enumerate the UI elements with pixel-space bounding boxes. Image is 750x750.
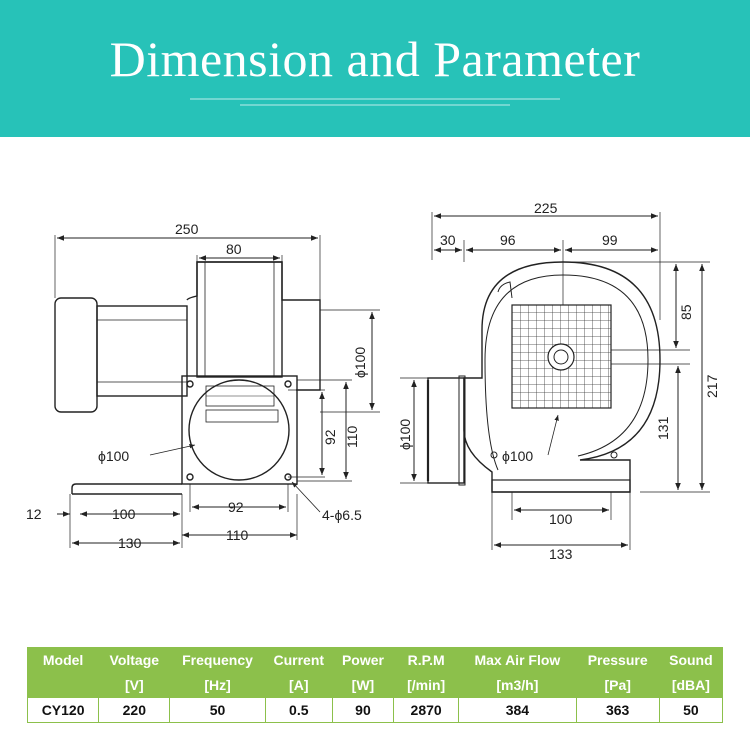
dim-foot-span: 100 — [112, 506, 136, 522]
side-view — [426, 261, 661, 493]
side-base — [491, 479, 631, 493]
inlet-flange — [181, 375, 298, 485]
dim-center-left: 96 — [500, 232, 516, 248]
col-unit: [/min] — [393, 672, 460, 698]
header-banner: Dimension and Parameter — [0, 0, 750, 137]
dim-overall-height: 217 — [704, 374, 720, 398]
table-cell: 220 — [98, 697, 171, 723]
dim-foot-offset: 12 — [26, 506, 42, 522]
table-cell: 50 — [658, 697, 724, 723]
technical-drawing: 250 80 ϕ100 110 92 ϕ100 12 100 130 92 11… — [26, 200, 720, 562]
front-view — [54, 261, 321, 495]
mount-hole — [186, 473, 194, 481]
col-header: Frequency — [169, 647, 266, 672]
base-foot — [71, 483, 182, 494]
col-unit — [26, 672, 100, 698]
dim-top-offset: 85 — [678, 304, 694, 320]
table-row: CY120 220 50 0.5 90 2870 384 363 50 — [26, 697, 724, 723]
dim-holes: 4-ϕ6.5 — [322, 507, 362, 523]
dim-flange-height-inner: 92 — [322, 429, 338, 445]
col-header: Max Air Flow — [458, 647, 577, 672]
table-cell: CY120 — [26, 697, 100, 723]
table-unit-row: [V] [Hz] [A] [W] [/min] [m3/h] [Pa] [dBA… — [26, 672, 724, 698]
col-header: Sound — [658, 647, 724, 672]
mount-hole — [284, 380, 292, 388]
dim-flange-height-outer: 110 — [344, 425, 360, 448]
page-title: Dimension and Parameter — [109, 31, 641, 87]
dim-left-offset: 30 — [440, 232, 456, 248]
dim-center-height: 131 — [655, 416, 671, 440]
dim-base-inner: 100 — [549, 511, 573, 527]
dim-foot-total: 130 — [118, 535, 142, 551]
dim-side-inlet-diameter: ϕ100 — [502, 448, 533, 464]
dim-side-width: 225 — [534, 200, 558, 216]
table-header-row: Model Voltage Frequency Current Power R.… — [26, 647, 724, 672]
dim-hole-spacing: 92 — [228, 499, 244, 515]
dim-front-width: 250 — [175, 221, 199, 237]
dim-base-outer: 133 — [549, 546, 573, 562]
col-unit: [V] — [98, 672, 171, 698]
table-cell: 2870 — [393, 697, 460, 723]
motor-body — [96, 305, 188, 397]
col-unit: [dBA] — [658, 672, 724, 698]
outlet-duct — [196, 261, 283, 378]
dim-outlet-diameter: ϕ100 — [352, 347, 368, 378]
col-unit: [m3/h] — [458, 672, 577, 698]
header-decoration-line — [190, 98, 560, 100]
header-decoration-line — [240, 104, 510, 106]
table-cell: 363 — [575, 697, 660, 723]
col-header: Pressure — [575, 647, 660, 672]
housing-outline — [186, 261, 321, 391]
dim-side-outlet-diameter: ϕ100 — [397, 419, 413, 450]
col-unit: [A] — [264, 672, 333, 698]
inlet-opening — [188, 379, 290, 481]
dim-inlet-diameter: ϕ100 — [98, 448, 129, 464]
motor-cap — [54, 297, 98, 413]
mount-hole — [186, 380, 194, 388]
table-cell: 50 — [169, 697, 266, 723]
table-cell: 384 — [458, 697, 577, 723]
col-header: R.P.M — [393, 647, 460, 672]
col-header: Voltage — [98, 647, 171, 672]
col-header: Model — [26, 647, 100, 672]
volute-housing — [463, 261, 661, 493]
dim-outlet-width: 80 — [226, 241, 242, 257]
col-header: Power — [331, 647, 395, 672]
col-unit: [Hz] — [169, 672, 266, 698]
table-cell: 0.5 — [264, 697, 333, 723]
dim-center-right: 99 — [602, 232, 618, 248]
col-unit: [W] — [331, 672, 395, 698]
table-cell: 90 — [331, 697, 395, 723]
col-header: Current — [264, 647, 333, 672]
dim-flange-width: 110 — [226, 527, 249, 543]
parameter-table: Model Voltage Frequency Current Power R.… — [26, 647, 724, 723]
col-unit: [Pa] — [575, 672, 660, 698]
